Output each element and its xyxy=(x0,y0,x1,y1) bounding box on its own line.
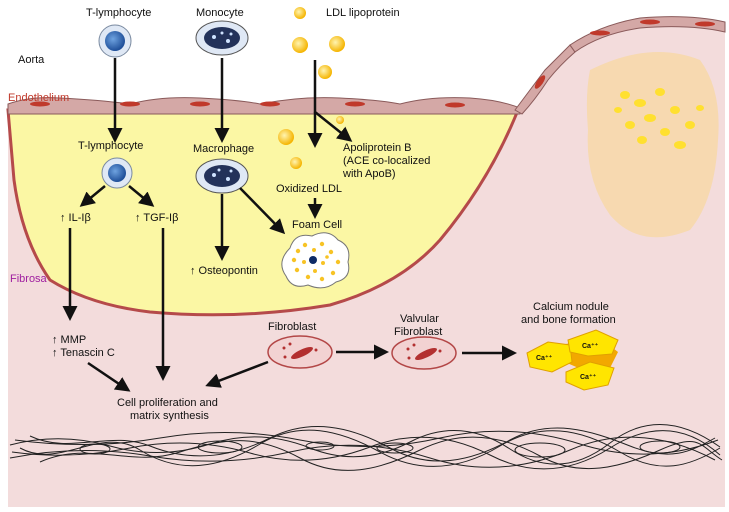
osteopontin-label: ↑ Osteopontin xyxy=(190,265,258,277)
il-label: ↑ IL-Iβ xyxy=(60,212,91,224)
aorta-label: Aorta xyxy=(18,54,45,66)
valvular-label-1: Valvular xyxy=(400,313,439,325)
endothelium-label: Endothelium xyxy=(8,92,69,104)
plaque-lipid-droplets xyxy=(614,88,704,149)
fibroblast-label: Fibroblast xyxy=(268,321,316,333)
calcium-ion-label-3: Ca⁺⁺ xyxy=(580,373,597,381)
monocyte-cell xyxy=(195,20,249,56)
t-lymphocyte-label: T-lymphocyte xyxy=(78,140,143,152)
foam-cell-label: Foam Cell xyxy=(292,219,342,231)
apob-label-1: Apoliprotein B xyxy=(343,142,412,154)
t-lymphocyte-cell xyxy=(101,157,133,189)
arrow-to-tgf xyxy=(128,185,155,207)
endothelium-layer xyxy=(7,16,726,115)
calcified-plaque xyxy=(586,52,719,238)
valvular-fibroblast-cell xyxy=(391,336,457,370)
mmp-label: ↑ MMP xyxy=(52,334,86,346)
calcium-nodule: Ca⁺⁺ Ca⁺⁺ Ca⁺⁺ xyxy=(526,329,619,391)
tenascin-label: ↑ Tenascin C xyxy=(52,347,115,359)
arrow-mmp-prolif xyxy=(87,361,131,392)
arrow-to-foam-cell xyxy=(239,187,286,235)
calcium-ion-label-1: Ca⁺⁺ xyxy=(536,354,553,362)
t-lymphocyte-cell-top xyxy=(98,24,132,58)
fibrosa-label: Fibrosa xyxy=(10,273,48,285)
calcium-label-1: Calcium nodule xyxy=(533,301,609,313)
calcium-ion-label-2: Ca⁺⁺ xyxy=(582,342,599,350)
monocyte-label: Monocyte xyxy=(196,7,244,19)
collagen-fiber-mesh xyxy=(9,424,723,471)
apob-label-3: with ApoB) xyxy=(342,168,396,180)
ldl-particles xyxy=(278,7,345,169)
macrophage-cell xyxy=(195,158,249,194)
valvular-label-2: Fibroblast xyxy=(394,326,442,338)
cell-proliferation-label-1: Cell proliferation and xyxy=(117,397,218,409)
calcium-label-2: and bone formation xyxy=(521,314,616,326)
fibroblast-cell xyxy=(267,335,333,369)
oxidized-ldl-label: Oxidized LDL xyxy=(276,183,342,195)
ldl-lipoprotein-label: LDL lipoprotein xyxy=(326,7,400,19)
t-lymphocyte-top-label: T-lymphocyte xyxy=(86,7,151,19)
foam-cell xyxy=(281,232,350,289)
cell-proliferation-label-2: matrix synthesis xyxy=(130,410,209,422)
tgf-label: ↑ TGF-Iβ xyxy=(135,212,178,224)
arrow-fibroblast-prolif xyxy=(205,360,269,388)
macrophage-label: Macrophage xyxy=(193,143,254,155)
apob-label-2: (ACE co-localized xyxy=(343,155,430,167)
arrow-to-il xyxy=(79,185,106,207)
